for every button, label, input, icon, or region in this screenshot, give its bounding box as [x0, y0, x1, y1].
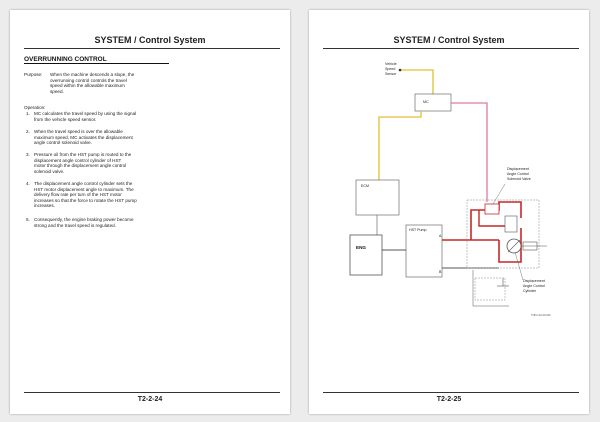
valve-label-line: Displacement	[507, 167, 529, 171]
step-line: The displacement angle control cylinder …	[34, 181, 133, 186]
step-line: solenoid valve.	[34, 168, 65, 174]
valve-label-line: Angle Control	[507, 172, 529, 176]
footer-rule	[24, 392, 280, 393]
step-line: increases so that the force to rotate th…	[34, 197, 137, 203]
sensor-label-line: Speed	[385, 67, 395, 71]
purpose-line: speed.	[50, 88, 64, 94]
step-line: angle control solenoid valve.	[34, 140, 92, 146]
operation-label: Operation:	[24, 105, 46, 110]
valve-leader-line	[492, 183, 506, 205]
step-text: MC calculates the travel speed by using …	[34, 111, 136, 122]
step-text: Consequently, the engine braking power b…	[34, 217, 134, 228]
page-header: SYSTEM / Control System	[94, 35, 206, 45]
port-b-label: B	[439, 270, 442, 274]
cylinder-label-line: Angle Control	[523, 284, 545, 288]
page-number: T2-2-24	[137, 396, 163, 403]
sensor-label-line: Sensor	[385, 72, 397, 76]
hst-motor-circuit	[466, 199, 547, 307]
vehicle-speed-sensor	[398, 68, 402, 72]
footer-rule	[323, 392, 579, 393]
step-line: displacement angle control cylinder of H…	[34, 157, 122, 163]
hst-pump-box	[405, 224, 443, 278]
ecm-label: ECM	[361, 184, 369, 188]
figure-id: TNFC-02-00-000	[531, 313, 551, 317]
purpose-text: When the machine descends a slope, the o…	[50, 72, 134, 94]
step-text: Pressure oil from the HST pump is routed…	[34, 152, 131, 174]
mc-box	[414, 93, 452, 112]
step-number: 4.	[26, 181, 30, 186]
mc-ecm-signal-line	[378, 111, 422, 180]
right-page: SYSTEM / Control System Vehicle Speed Se…	[309, 10, 589, 414]
step-number: 2.	[26, 129, 30, 134]
step-line: When the travel speed is over the allowa…	[34, 129, 123, 134]
step-text: The displacement angle control cylinder …	[34, 181, 137, 209]
purpose-line: When the machine descends a slope, the	[50, 72, 135, 77]
step-number: 5.	[26, 217, 30, 222]
purpose-label: Purpose:	[24, 72, 43, 77]
step-line: maximum speed, MC activates the displace…	[34, 134, 133, 140]
step-line: Pressure oil from the HST pump is routed…	[34, 152, 132, 157]
step-line: HST motor displacement angle to maximum.…	[34, 186, 134, 192]
left-page: SYSTEM / Control System OVERRUNNING CONT…	[10, 10, 290, 414]
mc-label: MC	[423, 100, 429, 104]
page-number: T2-2-25	[436, 396, 462, 403]
step-number: 3.	[26, 152, 30, 157]
page-header: SYSTEM / Control System	[393, 35, 505, 45]
hst-pump-label: HST Pump	[409, 228, 427, 232]
mc-solenoid-signal-line	[451, 102, 488, 202]
eng-label: ENG	[356, 245, 366, 250]
header-rule	[323, 48, 579, 49]
step-line: increases.	[34, 203, 55, 209]
valve-label-line: Solenoid Valve	[507, 177, 531, 181]
step-line: from the vehicle speed sensor.	[34, 116, 97, 122]
step-line: Consequently, the engine braking power b…	[34, 217, 134, 222]
cylinder-leader-line	[514, 251, 524, 281]
sensor-label-line: Vehicle	[385, 62, 397, 66]
eng-box	[349, 234, 383, 276]
port-a-label: A	[439, 234, 442, 238]
hydraulic-circuit-diagram: Vehicle Speed Sensor MC ECM ENG HST Pump…	[349, 62, 551, 317]
step-number: 1.	[26, 111, 30, 116]
step-line: delivery flow rate per turn of the HST m…	[34, 192, 122, 198]
step-line: motor through the displacement angle con…	[34, 163, 127, 169]
speed-sensor-signal-line	[400, 69, 434, 94]
purpose-line: speed within the allowable maximum	[50, 83, 125, 89]
step-line: MC calculates the travel speed by using …	[34, 111, 137, 116]
step-text: When the travel speed is over the allowa…	[34, 129, 133, 146]
cylinder-label-line: Displacement	[523, 279, 545, 283]
ecm-box	[355, 179, 400, 216]
section-title: OVERRUNNING CONTROL	[24, 56, 169, 64]
step-line: strong and the travel speed is regulated…	[34, 222, 116, 228]
purpose-line: overrunning control controls the travel	[50, 77, 127, 83]
cylinder-label-line: Cylinder	[523, 289, 537, 293]
header-rule	[24, 48, 280, 49]
